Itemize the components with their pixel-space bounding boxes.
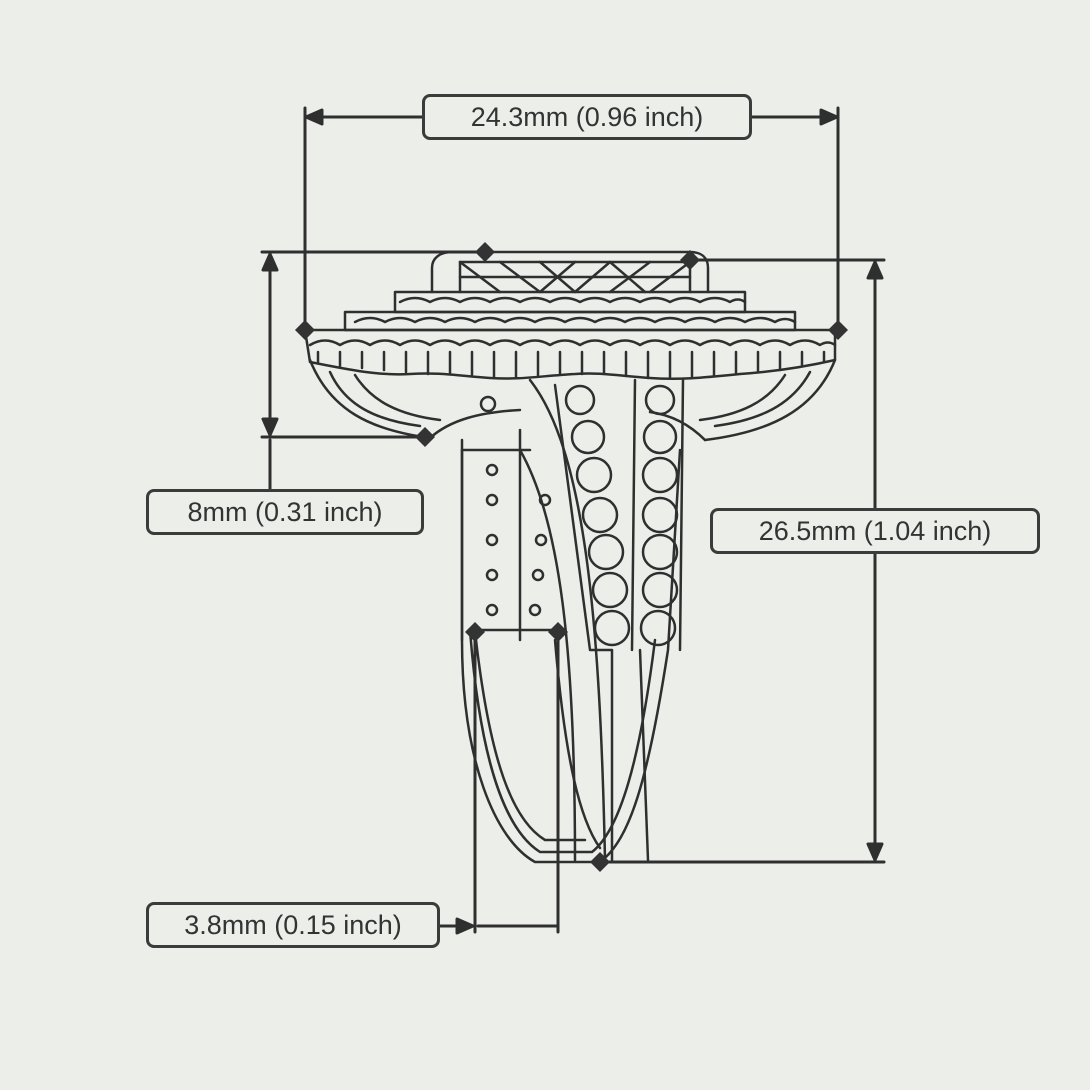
shank-outline	[460, 378, 682, 864]
diamond-marker-icon	[590, 852, 610, 872]
setting-height-label: 8mm (0.31 inch)	[146, 489, 424, 535]
dimension-setting-height	[260, 250, 487, 491]
left-pave-band	[460, 395, 552, 642]
arrowhead-icon	[866, 260, 884, 280]
dimension-band-width	[438, 630, 560, 935]
arrowhead-icon	[455, 917, 475, 935]
arrowhead-icon	[819, 108, 839, 126]
diamond-marker-icon	[475, 242, 495, 262]
diamond-marker-icon	[680, 250, 700, 270]
diamond-marker-icon	[548, 622, 568, 642]
diamond-marker-icon	[295, 320, 315, 340]
arrowhead-icon	[261, 417, 279, 437]
markers	[295, 242, 848, 872]
arrowhead-icon	[866, 842, 884, 862]
center-stone	[430, 250, 710, 294]
halo-gallery	[308, 358, 837, 442]
inner-halo	[343, 290, 797, 332]
dimension-height	[598, 258, 886, 864]
diamond-marker-icon	[465, 622, 485, 642]
diamond-marker-icon	[828, 320, 848, 340]
arrowhead-icon	[304, 108, 324, 126]
arrowhead-icon	[261, 252, 279, 272]
width-label: 24.3mm (0.96 inch)	[422, 94, 752, 140]
height-label: 26.5mm (1.04 inch)	[710, 508, 1040, 554]
band-width-label: 3.8mm (0.15 inch)	[146, 902, 440, 948]
dimension-width	[303, 106, 840, 330]
diamond-marker-icon	[415, 427, 435, 447]
outer-halo	[303, 328, 837, 381]
